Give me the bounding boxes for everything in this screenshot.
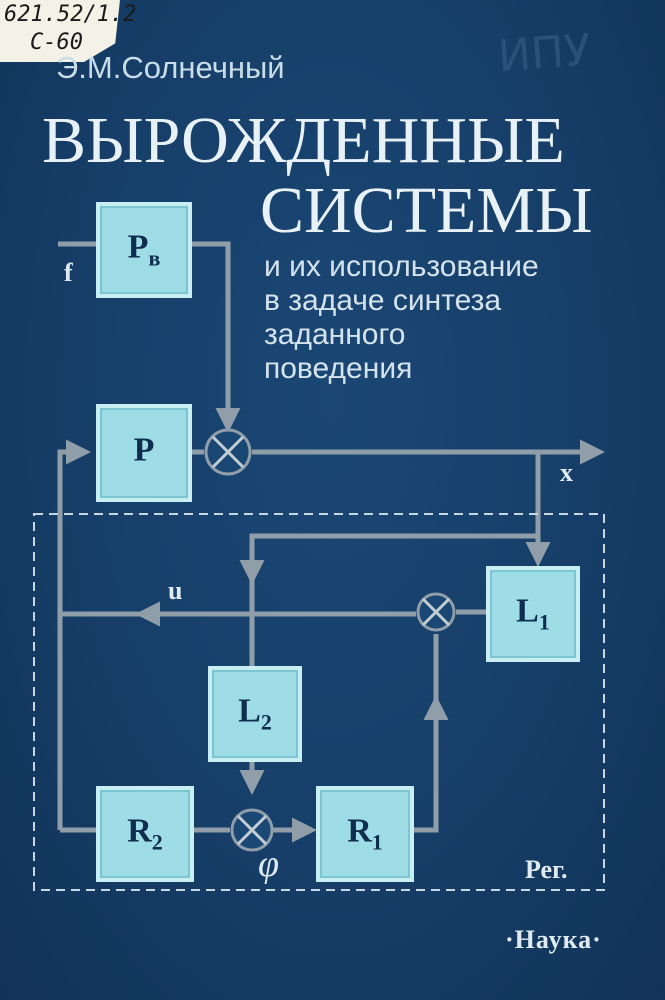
signal-phi: φ — [258, 843, 280, 885]
title-line2: СИСТЕМЫ — [260, 174, 593, 247]
call-number-line1: 621.52/1.2 — [4, 2, 137, 27]
block-r1-label: R1 — [347, 812, 383, 855]
subtitle-line4: поведения — [264, 352, 413, 385]
regulator-label: Рег. — [525, 855, 568, 884]
wire-to-l2-arrow — [239, 533, 538, 585]
block-pb-label: Pв — [127, 228, 161, 271]
block-l2: L2 — [208, 666, 302, 762]
subtitle-line1: и их использование — [264, 250, 539, 283]
block-r1: R1 — [316, 786, 414, 882]
subtitle-line2: в задаче синтеза — [264, 284, 502, 317]
wire-return-to-p — [57, 439, 91, 830]
block-l1-label: L1 — [516, 592, 550, 635]
block-pb: Pв — [96, 202, 192, 298]
block-p-label: P — [133, 431, 155, 469]
regulator-region — [33, 513, 605, 891]
title-line1: ВЫРОЖДЕННЫЕ — [42, 104, 565, 177]
signal-f: f — [64, 258, 73, 287]
wire-pb-to-sum — [188, 241, 241, 433]
block-l2-label: L2 — [238, 692, 272, 735]
block-r2: R2 — [96, 786, 194, 882]
block-l1: L1 — [486, 566, 580, 662]
block-p: P — [96, 404, 192, 502]
library-sticker — [0, 0, 120, 62]
subtitle-line3: заданного — [264, 318, 406, 351]
wire-r1-out — [410, 700, 439, 833]
signal-u: u — [168, 576, 183, 605]
author-name: Э.М.Солнечный — [56, 50, 285, 85]
call-number-line2: С-60 — [30, 30, 83, 55]
publisher-name: ·Наука· — [505, 925, 602, 954]
signal-x: x — [560, 458, 573, 487]
block-r2-label: R2 — [127, 812, 163, 855]
